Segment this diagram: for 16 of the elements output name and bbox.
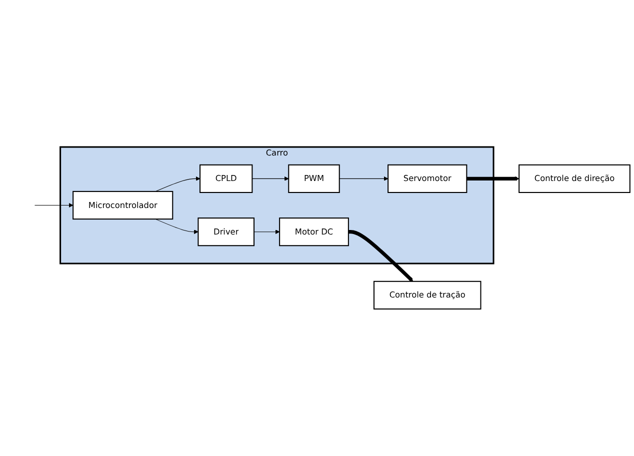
node-box: Motor DC bbox=[279, 218, 349, 246]
arrow bbox=[34, 203, 74, 208]
node-box: Servomotor bbox=[388, 164, 468, 193]
arrow bbox=[155, 218, 198, 234]
node-box: Driver bbox=[198, 218, 255, 246]
arrow bbox=[466, 176, 520, 181]
arrow bbox=[339, 176, 388, 181]
node-box: Microcontrolador bbox=[72, 190, 174, 220]
arrow bbox=[348, 230, 414, 282]
node-box: PWM bbox=[288, 164, 340, 193]
node-box: CPLD bbox=[200, 164, 253, 193]
node-box: Controle de direção bbox=[518, 164, 630, 193]
arrow bbox=[155, 176, 200, 192]
arrow bbox=[252, 176, 289, 181]
node-box: Controle de tração bbox=[373, 280, 482, 310]
arrow bbox=[254, 230, 280, 234]
